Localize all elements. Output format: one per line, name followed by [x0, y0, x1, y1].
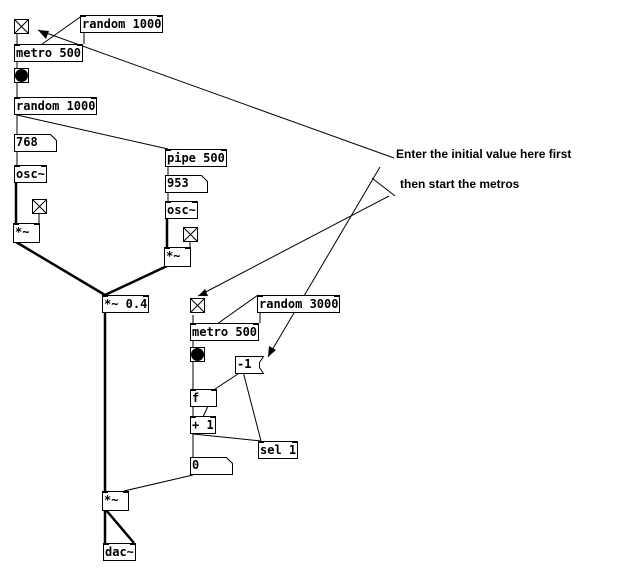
init-value-number[interactable]: -1 — [235, 356, 265, 374]
init-value: -1 — [237, 357, 252, 371]
wire-mul-right-to-mix — [104, 264, 168, 297]
wire-init-to-f-right — [214, 373, 239, 390]
random-mid-object[interactable]: random 1000 — [14, 97, 98, 115]
sel1-object[interactable]: sel 1 — [258, 441, 299, 459]
annotation-arrow-2 — [197, 195, 390, 297]
dac-object[interactable]: dac~ — [103, 543, 136, 561]
freq-left-number[interactable]: 768 — [14, 134, 57, 152]
counter-value: 0 — [192, 458, 200, 472]
mul-left-object[interactable]: *~ — [13, 223, 40, 243]
osc-left-toggle[interactable] — [32, 199, 47, 214]
wire-plus-to-sel — [192, 433, 262, 442]
osc-left-object[interactable]: osc~ — [14, 165, 47, 183]
bang-bottom[interactable] — [190, 347, 205, 362]
plus1-object[interactable]: + 1 — [190, 416, 216, 434]
comment-start-metros: then start the metros — [400, 177, 520, 191]
counter-number[interactable]: 0 — [190, 457, 233, 475]
osc-right-toggle[interactable] — [183, 227, 198, 242]
random-top-object[interactable]: random 1000 — [80, 15, 164, 33]
wire-mul-left-to-mix — [15, 240, 106, 297]
metro-bottom-object[interactable]: metro 500 — [190, 323, 260, 341]
annotation-arrow-3 — [267, 166, 381, 358]
wire-counter-to-out — [123, 474, 194, 492]
arrowhead-2 — [198, 289, 208, 296]
random-3000-object[interactable]: random 3000 — [257, 295, 341, 313]
pipe-object[interactable]: pipe 500 — [165, 149, 227, 167]
arrowhead-1 — [38, 30, 49, 39]
freq-right-number[interactable]: 953 — [165, 175, 208, 193]
wire-random-to-pipe — [16, 114, 169, 150]
mul-right-object[interactable]: *~ — [164, 247, 191, 267]
bang-top[interactable] — [14, 68, 29, 83]
annotation-arrow-1 — [37, 29, 395, 159]
mul-mix-object[interactable]: *~ 0.4 — [102, 295, 150, 313]
metro-top-toggle[interactable] — [14, 19, 29, 34]
metro-bottom-toggle[interactable] — [190, 298, 205, 313]
annotation-cross-1 — [371, 177, 396, 197]
metro-top-object[interactable]: metro 500 — [14, 44, 84, 62]
osc-right-object[interactable]: osc~ — [165, 201, 198, 219]
freq-left-value: 768 — [16, 135, 38, 149]
arrowhead-3 — [268, 346, 276, 357]
comment-enter-initial-value: Enter the initial value here first — [396, 147, 572, 161]
mul-out-object[interactable]: *~ — [102, 491, 129, 511]
wire-out-to-dac-right — [105, 509, 135, 544]
freq-right-value: 953 — [167, 176, 189, 190]
f-object[interactable]: f — [190, 389, 217, 407]
